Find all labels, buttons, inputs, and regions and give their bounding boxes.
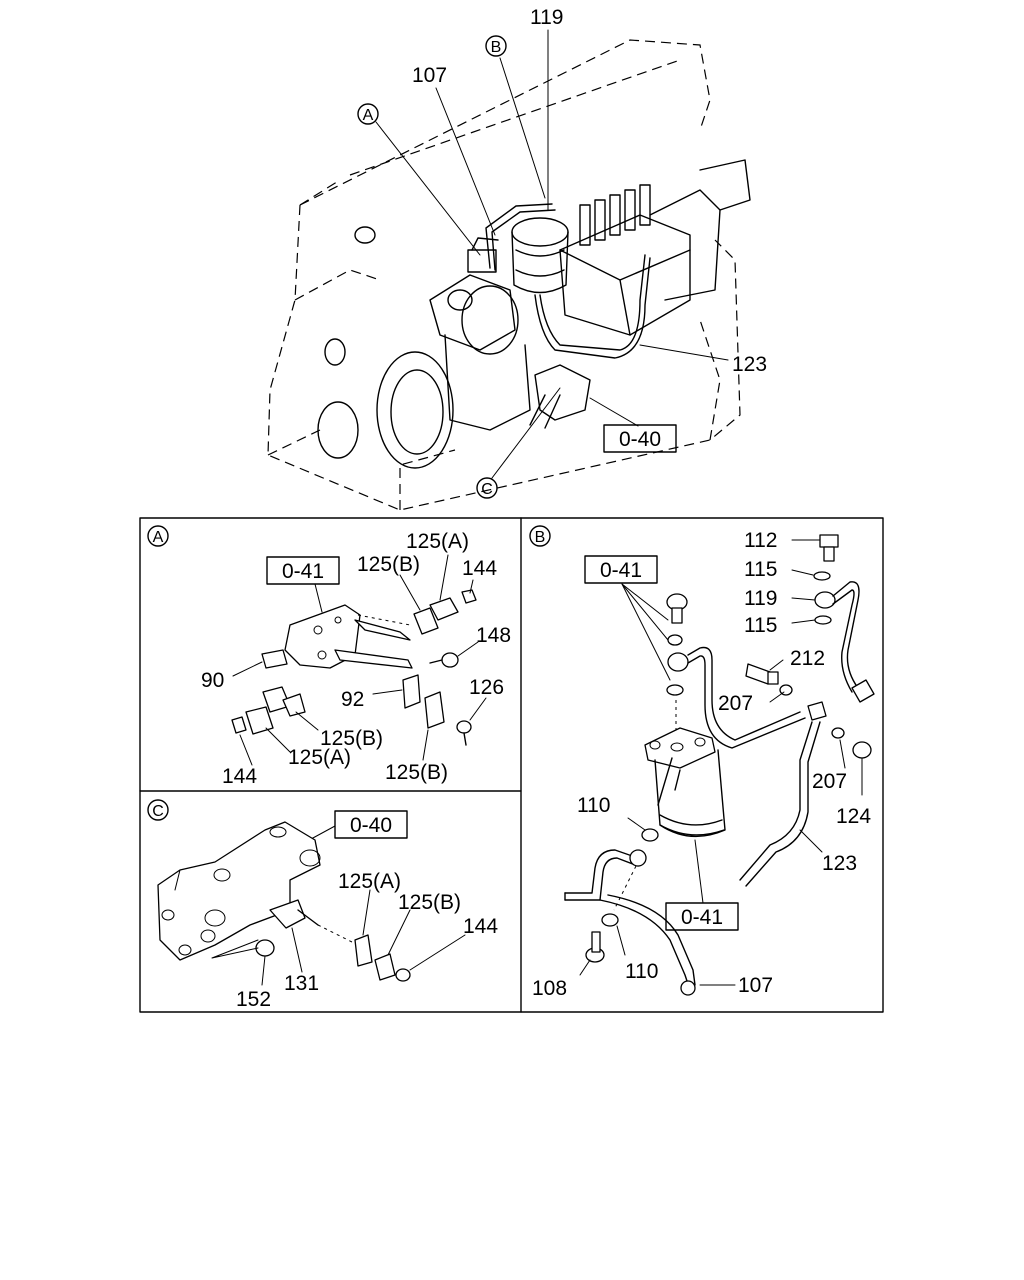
b-part-115: 115 <box>744 558 777 581</box>
callout-a-circle <box>357 103 379 125</box>
b-part-110-2: 110 <box>625 960 658 983</box>
detail-b-ref-041-2: 0-41 <box>681 906 723 929</box>
a-part-125b-2: 125(B) <box>320 727 383 750</box>
detail-c-ref-040: 0-40 <box>350 814 392 837</box>
b-part-123: 123 <box>822 852 857 875</box>
detail-a-tag: A <box>153 529 164 546</box>
callout-b-circle <box>485 35 507 57</box>
c-part-144: 144 <box>463 915 498 938</box>
c-part-125a: 125(A) <box>338 870 401 893</box>
b-part-107: 107 <box>738 974 773 997</box>
part-107-label: 107 <box>412 64 447 87</box>
part-119-label: 119 <box>530 6 563 29</box>
detail-a: A 0-41 <box>147 525 511 788</box>
engine-callouts: A B C 119 107 123 0-40 <box>357 6 767 499</box>
detail-b-ref-041: 0-41 <box>600 559 642 582</box>
c-part-131: 131 <box>284 972 319 995</box>
b-part-207: 207 <box>718 692 753 715</box>
b-part-115-2: 115 <box>744 614 777 637</box>
callout-b-label: B <box>491 39 502 56</box>
callout-a-label: A <box>363 107 374 124</box>
b-part-119: 119 <box>744 587 777 610</box>
a-part-125a-2: 125(A) <box>288 746 351 769</box>
a-part-126: 126 <box>469 676 504 699</box>
detail-b: B 0-41 <box>529 525 875 1000</box>
b-part-112: 112 <box>744 529 777 552</box>
a-part-125b: 125(B) <box>357 553 420 576</box>
a-part-125b-3: 125(B) <box>385 761 448 784</box>
detail-frames <box>139 517 884 1013</box>
a-part-125a: 125(A) <box>406 530 469 553</box>
b-part-110: 110 <box>577 794 610 817</box>
detail-b-tag: B <box>535 529 546 546</box>
detail-a-ref-041: 0-41 <box>282 560 324 583</box>
b-part-207-2: 207 <box>812 770 847 793</box>
detail-c: C 0-40 125(A) 125(B) 144 152 <box>147 799 498 1011</box>
a-part-144: 144 <box>462 557 497 580</box>
c-part-152: 152 <box>236 988 271 1011</box>
b-part-212: 212 <box>790 647 825 670</box>
ref-040-box <box>603 424 677 453</box>
b-part-124: 124 <box>836 805 871 828</box>
b-part-108: 108 <box>532 977 567 1000</box>
callout-c-label: C <box>481 481 493 498</box>
a-part-92: 92 <box>341 688 364 711</box>
detail-c-tag: C <box>152 803 164 820</box>
engine-overview <box>267 39 751 511</box>
a-part-144-2: 144 <box>222 765 257 788</box>
a-part-148: 148 <box>476 624 511 647</box>
c-part-125b: 125(B) <box>398 891 461 914</box>
a-part-90: 90 <box>201 669 224 692</box>
callout-c-circle <box>476 477 498 499</box>
part-123-label: 123 <box>732 353 767 376</box>
ref-040-label: 0-40 <box>619 428 661 451</box>
